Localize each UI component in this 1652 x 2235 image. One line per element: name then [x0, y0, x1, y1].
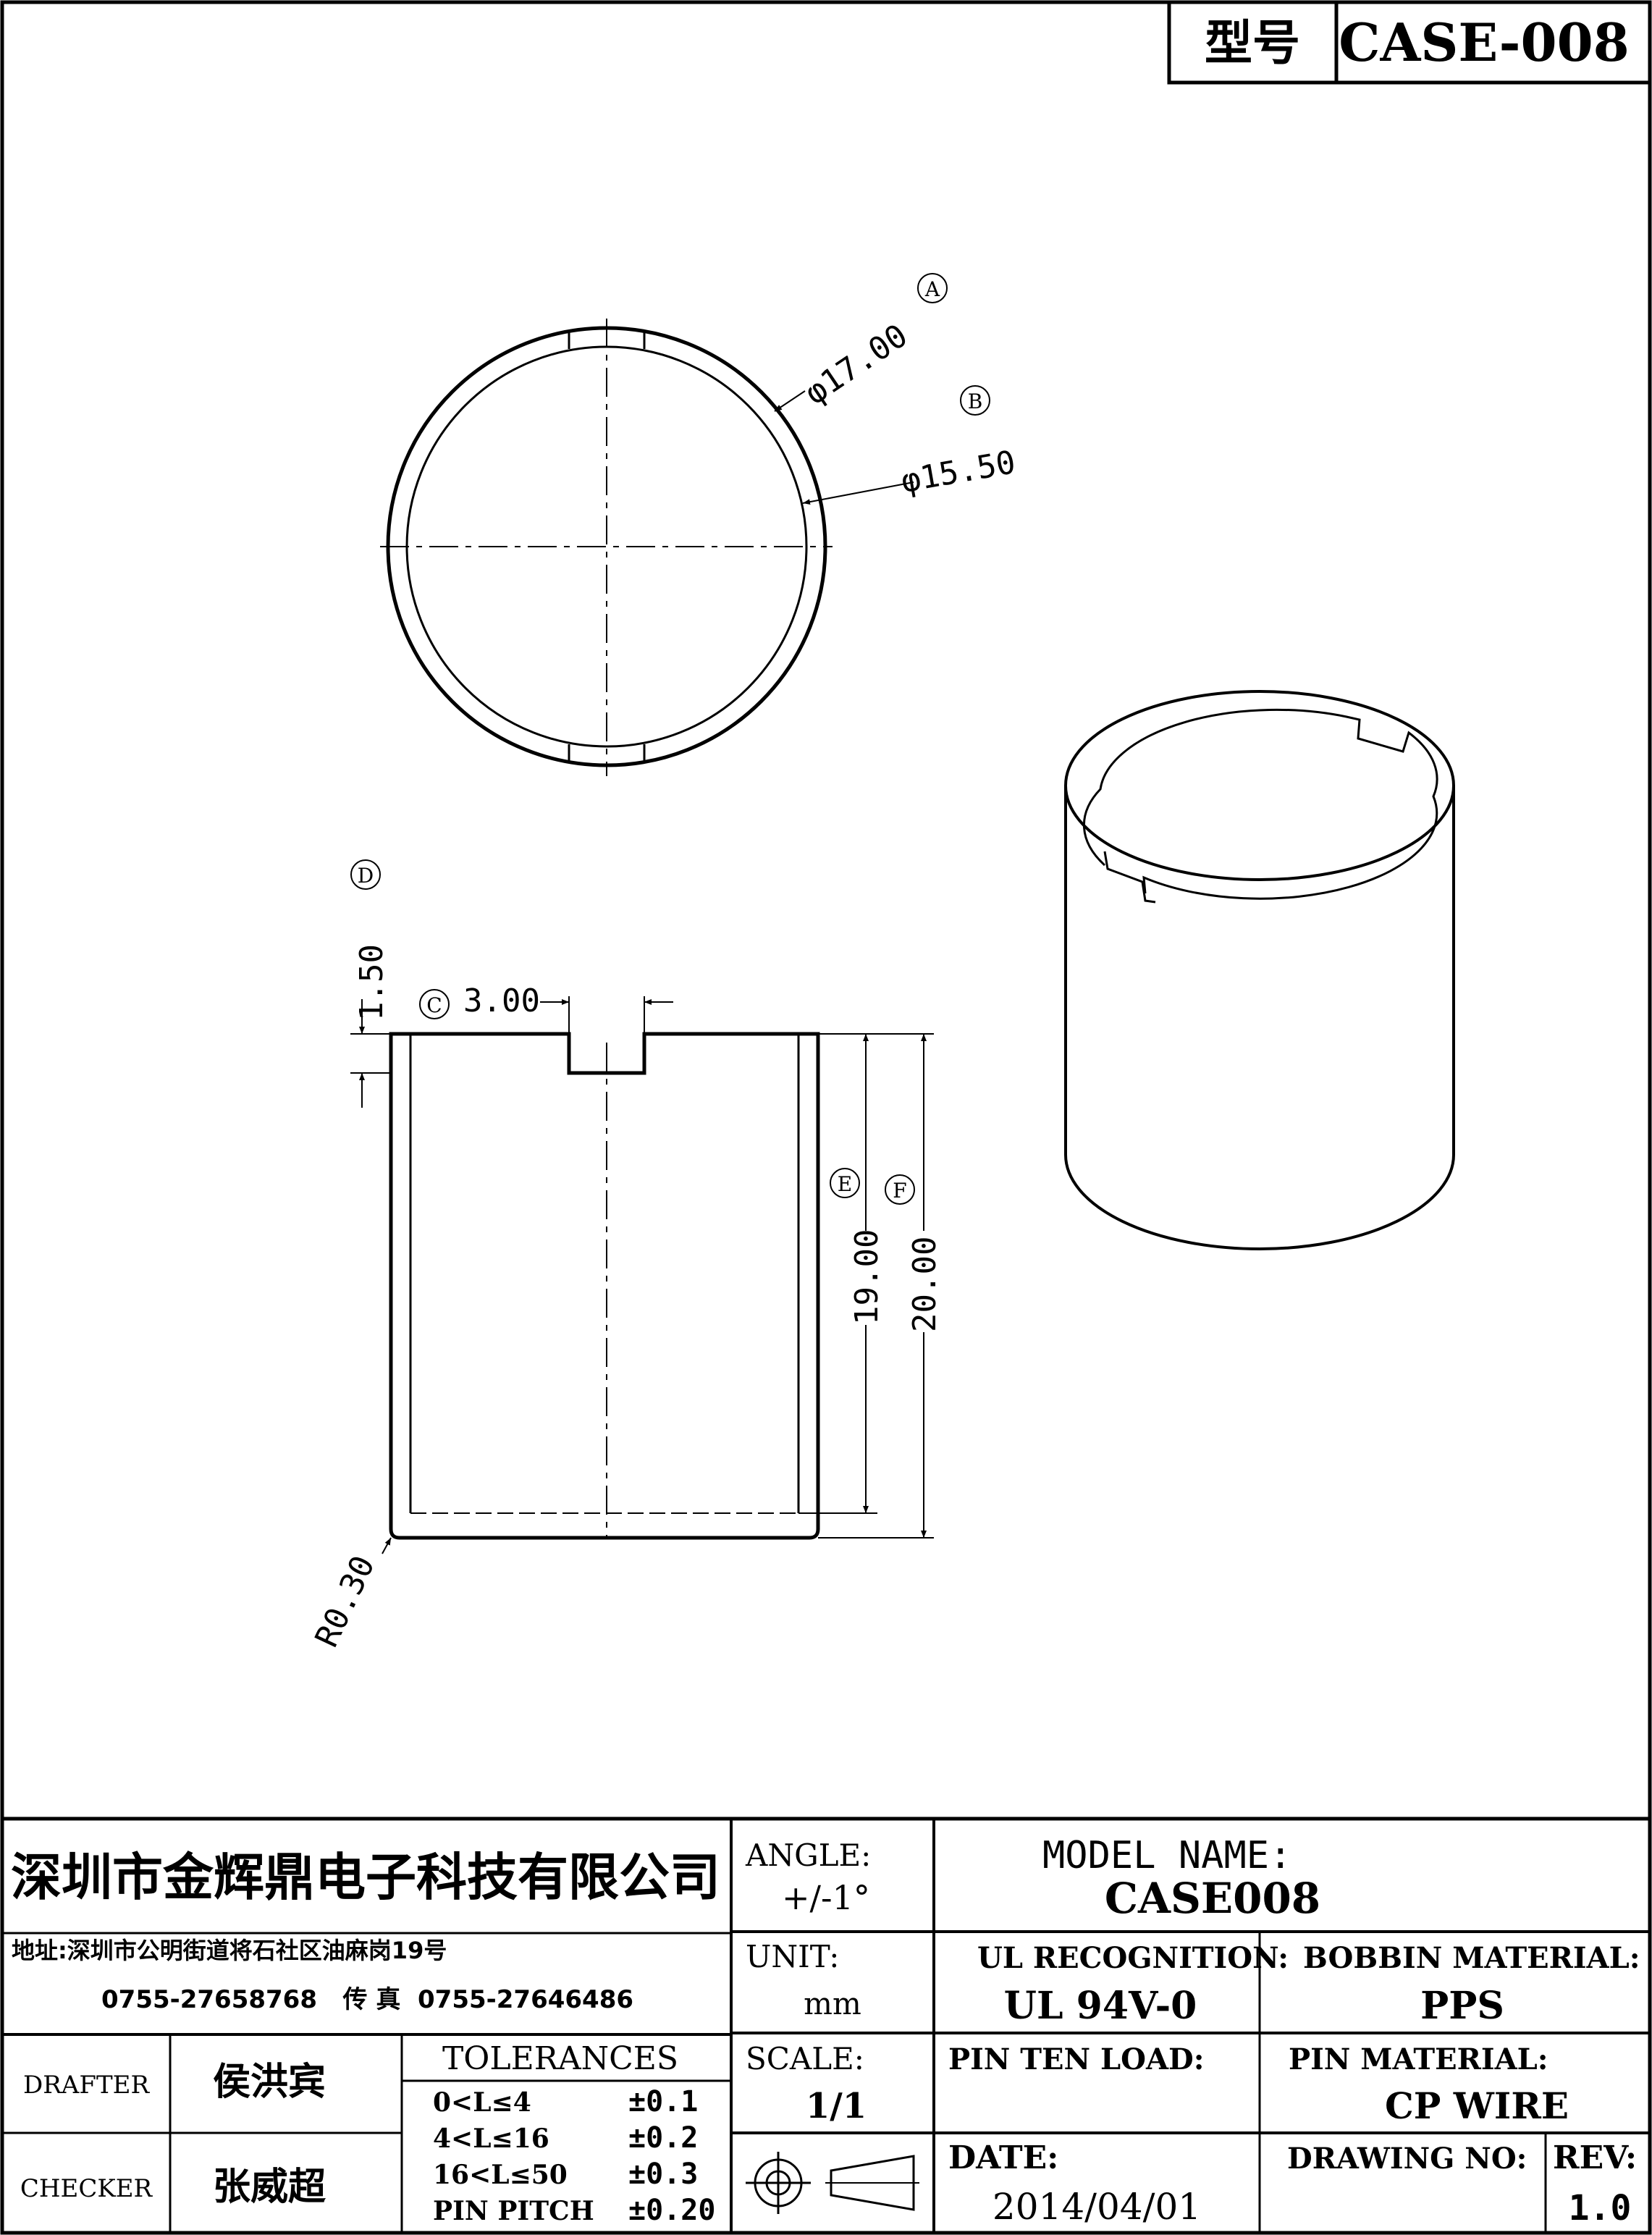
tolerance-range: 16<L≤50 [433, 2160, 568, 2190]
label-d-text: D [358, 864, 374, 888]
tolerance-value: ±0.20 [628, 2194, 715, 2227]
tolerance-range: PIN PITCH [433, 2196, 594, 2226]
company-name: 深圳市金辉鼎电子科技有限公司 [11, 1848, 720, 1907]
tolerances-title: TOLERANCES [442, 2040, 678, 2077]
company-address: 地址:深圳市公明街道将石社区油麻岗19号 [12, 1937, 447, 1964]
tolerance-table: 0<L≤4 ±0.1 4<L≤16 ±0.2 16<L≤50 ±0.3 PIN … [433, 2085, 715, 2227]
dim-inner-height: 19.00 E [798, 1033, 885, 1514]
dim-outer-diameter-text: φ17.00 [798, 317, 914, 412]
model-name-label: MODEL NAME: [1042, 1834, 1291, 1877]
dim-total-height: 20.00 F [818, 1033, 943, 1539]
title-block [2, 1817, 1650, 2233]
checker-name: 张威超 [213, 2165, 326, 2209]
angle-value: +/-1° [782, 1878, 870, 1917]
drawing-no-label: DRAWING NO: [1287, 2142, 1527, 2176]
bobbin-material-label: BOBBIN MATERIAL: [1303, 1941, 1640, 1975]
dim-inner-height-text: 19.00 [848, 1229, 885, 1325]
rev-value: 1.0 [1569, 2188, 1632, 2228]
model-box: 型号 CASE-008 [1167, 0, 1652, 85]
iso-top-outer [1064, 690, 1455, 881]
ul-recognition-label: UL RECOGNITION: [977, 1941, 1289, 1975]
dim-slot-depth-text: 1.50 [353, 944, 390, 1021]
drafter-label: DRAFTER [23, 2071, 151, 2100]
front-outline [389, 1032, 820, 1540]
bobbin-material-value: PPS [1420, 1984, 1504, 2028]
dim-inner-diameter-text: φ15.50 [898, 444, 1018, 500]
dim-total-height-text: 20.00 [906, 1237, 943, 1332]
label-b-text: B [968, 390, 983, 413]
dim-slot-width: 3.00 C [419, 982, 673, 1034]
date-value: 2014/04/01 [993, 2186, 1201, 2228]
dim-corner-radius-text: R0.30 [308, 1550, 382, 1653]
model-box-value: CASE-008 [1339, 12, 1630, 73]
scale-value: 1/1 [806, 2086, 867, 2126]
dim-outer-diameter: φ17.00 [774, 317, 914, 412]
checker-label: CHECKER [20, 2174, 153, 2203]
pin-material-label: PIN MATERIAL: [1289, 2042, 1548, 2076]
dim-slot-width-text: 3.00 [463, 982, 540, 1019]
iso-bottom [1064, 1154, 1455, 1250]
pin-ten-load-label: PIN TEN LOAD: [948, 2042, 1204, 2076]
model-name-value: CASE008 [1105, 1874, 1320, 1923]
tolerance-range: 4<L≤16 [433, 2124, 549, 2154]
dim-corner-radius: R0.30 [308, 1537, 392, 1653]
dim-inner-diameter: φ15.50 [802, 444, 1018, 505]
label-b: B [960, 385, 990, 416]
tolerance-range: 0<L≤4 [433, 2087, 531, 2118]
date-label: DATE: [948, 2139, 1058, 2176]
front-view [389, 1032, 820, 1540]
top-view [380, 319, 833, 776]
iso-top-inner [1082, 708, 1438, 900]
company-contact: 0755-27658768 传 真 0755-27646486 [101, 1985, 633, 2014]
isometric-view [1064, 690, 1455, 1250]
label-e-text: E [838, 1172, 852, 1196]
ul-recognition-value: UL 94V-0 [1004, 1984, 1197, 2028]
unit-label: UNIT: [746, 1939, 839, 1974]
label-f-text: F [893, 1179, 906, 1203]
label-a-text: A [924, 277, 940, 301]
dim-slot-depth: 1.50 D [350, 859, 391, 1108]
label-a: A [917, 273, 948, 303]
angle-label: ANGLE: [745, 1838, 871, 1873]
tolerance-value: ±0.1 [628, 2085, 698, 2118]
pin-material-value: CP WIRE [1385, 2084, 1569, 2127]
drafter-name: 侯洪宾 [213, 2061, 326, 2104]
model-box-label: 型号 [1205, 15, 1300, 71]
tolerance-value: ±0.2 [628, 2121, 698, 2155]
scale-label: SCALE: [746, 2041, 864, 2076]
projection-symbol-icon [746, 2152, 919, 2214]
rev-label: REV: [1553, 2139, 1637, 2176]
unit-value: mm [804, 1986, 861, 2021]
tolerance-value: ±0.3 [628, 2158, 698, 2191]
label-c-text: C [426, 993, 442, 1017]
